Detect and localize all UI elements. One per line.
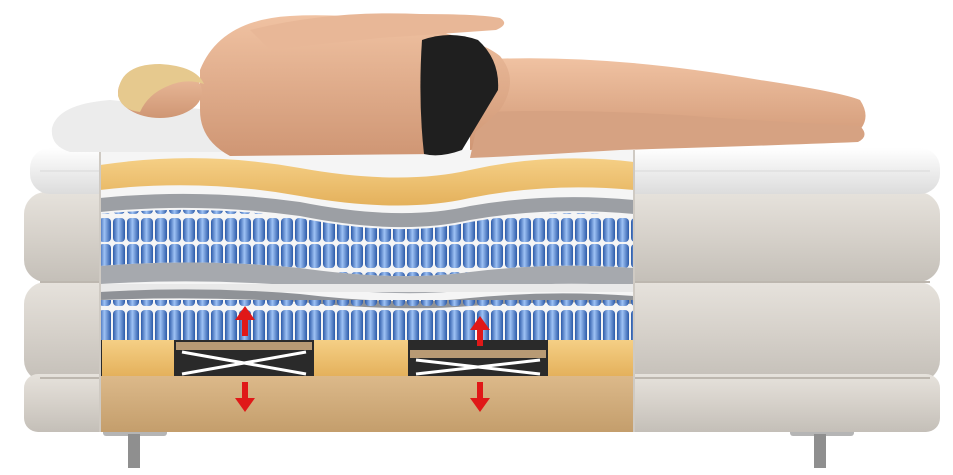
foam-block [314,340,408,376]
base-layer [100,376,634,432]
bed-legs [103,426,854,468]
foam-block [102,340,174,376]
person-lying [118,13,866,158]
lower-pocket-springs [100,300,634,340]
foam-block [548,340,634,376]
cutaway-section [100,150,634,432]
